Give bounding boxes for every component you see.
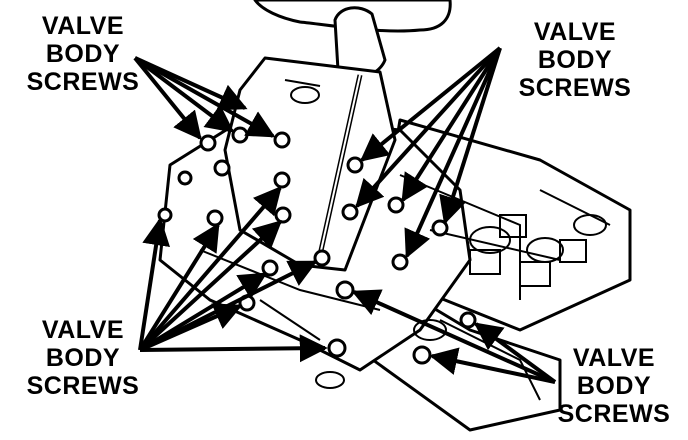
callout-line: VALVE <box>533 18 617 46</box>
callout-line: SCREWS <box>26 372 140 400</box>
screw-19 <box>412 345 432 365</box>
leader-arrow <box>139 303 243 352</box>
callout-line: BODY <box>45 40 121 68</box>
leader-arrow <box>401 46 502 203</box>
screw-12 <box>391 253 409 271</box>
screw-8 <box>346 156 364 174</box>
screw-16 <box>335 280 355 300</box>
callout-line: BODY <box>45 344 121 372</box>
callout-line: BODY <box>576 372 652 400</box>
leader-arrow <box>134 56 248 111</box>
callout-line: VALVE <box>41 316 125 344</box>
leader-arrow <box>439 47 502 225</box>
leader-arrow <box>359 46 502 162</box>
screw-3 <box>273 131 291 149</box>
leader-arrow <box>473 322 557 384</box>
screw-18 <box>327 338 347 358</box>
screw-21 <box>157 207 173 223</box>
leader-arrow <box>138 220 283 352</box>
screw-5 <box>273 171 291 189</box>
screw-14 <box>261 259 279 277</box>
callout-valve-body-screws-bottom-left: VALVE BODY SCREWS <box>18 316 148 400</box>
callout-valve-body-screws-top-right: VALVE BODY SCREWS <box>500 18 650 102</box>
screw-20 <box>177 170 193 186</box>
leader-arrow <box>429 347 556 384</box>
leader-arrow <box>138 185 282 352</box>
screw-9 <box>387 196 405 214</box>
screw-10 <box>341 203 359 221</box>
screw-7 <box>274 206 292 224</box>
callout-line: BODY <box>537 46 613 74</box>
leader-arrow <box>138 217 171 351</box>
callout-valve-body-screws-bottom-right: VALVE BODY SCREWS <box>548 344 680 428</box>
leader-arrow <box>133 56 202 141</box>
callout-line: SCREWS <box>557 400 671 428</box>
callout-line: VALVE <box>41 12 125 40</box>
leader-arrow <box>133 56 235 133</box>
screw-2 <box>231 126 249 144</box>
screw-6 <box>206 209 224 227</box>
screw-11 <box>431 219 449 237</box>
callout-line: SCREWS <box>518 74 632 102</box>
callout-line: VALVE <box>572 344 656 372</box>
screw-1 <box>199 134 217 152</box>
screw-13 <box>313 249 331 267</box>
leader-arrow <box>138 222 220 352</box>
callout-line: SCREWS <box>26 68 140 96</box>
callout-valve-body-screws-top-left: VALVE BODY SCREWS <box>18 12 148 96</box>
leader-arrow <box>351 289 556 384</box>
leader-arrow <box>404 47 502 259</box>
leader-arrow <box>134 56 276 138</box>
leader-arrow <box>355 46 502 209</box>
leader-arrow <box>139 334 328 363</box>
screw-17 <box>459 311 477 329</box>
screw-4 <box>213 159 231 177</box>
